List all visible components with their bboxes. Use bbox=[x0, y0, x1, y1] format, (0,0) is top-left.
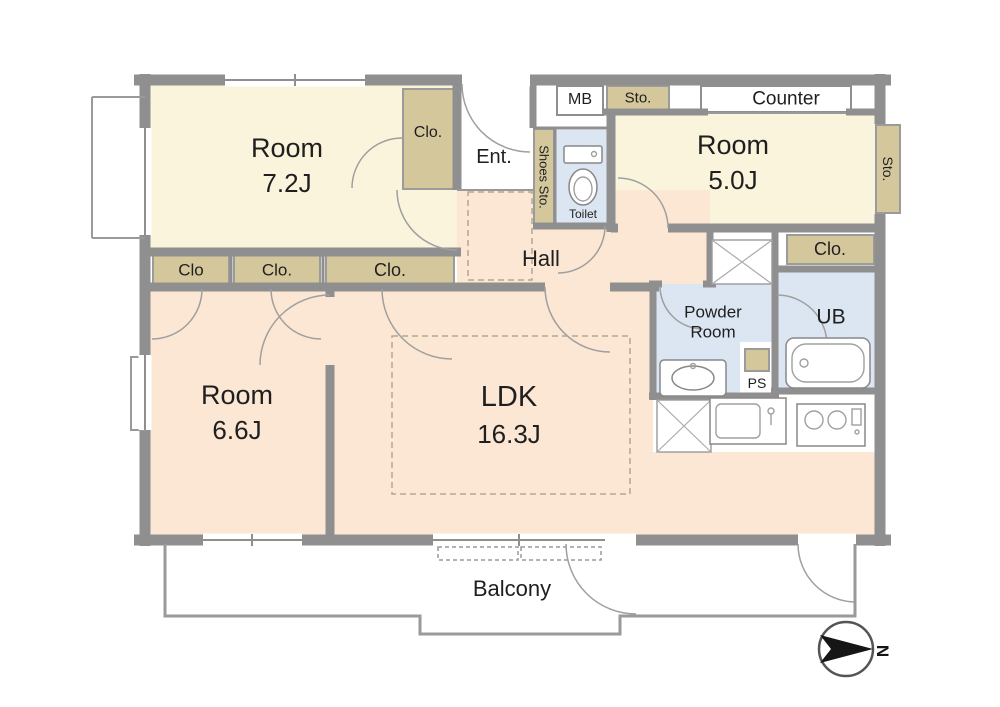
closet-1-label: Clo bbox=[178, 260, 204, 280]
pipe-space-label: PS bbox=[747, 375, 767, 391]
room-6-6-label: Room 6.6J bbox=[200, 380, 274, 446]
kitchen-counter-strip bbox=[653, 396, 880, 452]
unit-bath-area bbox=[775, 269, 880, 391]
counter-label: Counter bbox=[752, 88, 820, 110]
closet-top-label: Clo. bbox=[413, 124, 443, 141]
storage-right-label: Sto. bbox=[880, 156, 896, 182]
unit-bath-label: UB bbox=[816, 305, 846, 329]
ldk-label: LDK 16.3J bbox=[477, 380, 541, 450]
entrance-area bbox=[457, 85, 533, 190]
shoes-storage-label: Shoes Sto. bbox=[536, 145, 552, 209]
compass-icon: N bbox=[817, 620, 892, 678]
room-7-2-label: Room 7.2J bbox=[250, 133, 324, 199]
closet-2-label: Clo. bbox=[261, 260, 293, 280]
hall-label: Hall bbox=[522, 246, 560, 271]
bay-outline bbox=[91, 96, 146, 431]
room-5-0-label: Room 5.0J bbox=[696, 130, 770, 196]
toilet-label: Toilet bbox=[568, 207, 598, 221]
pipe-space-block bbox=[744, 348, 770, 372]
powder-room-label: Powder Room bbox=[684, 302, 742, 342]
compass-north-label: N bbox=[873, 645, 892, 657]
meter-box-label: MB bbox=[568, 91, 592, 108]
entrance-label: Ent. bbox=[476, 146, 512, 168]
storage-top-label: Sto. bbox=[624, 89, 652, 107]
balcony-label: Balcony bbox=[472, 576, 552, 601]
closet-right-label: Clo. bbox=[813, 239, 847, 259]
closet-3-label: Clo. bbox=[373, 260, 407, 280]
